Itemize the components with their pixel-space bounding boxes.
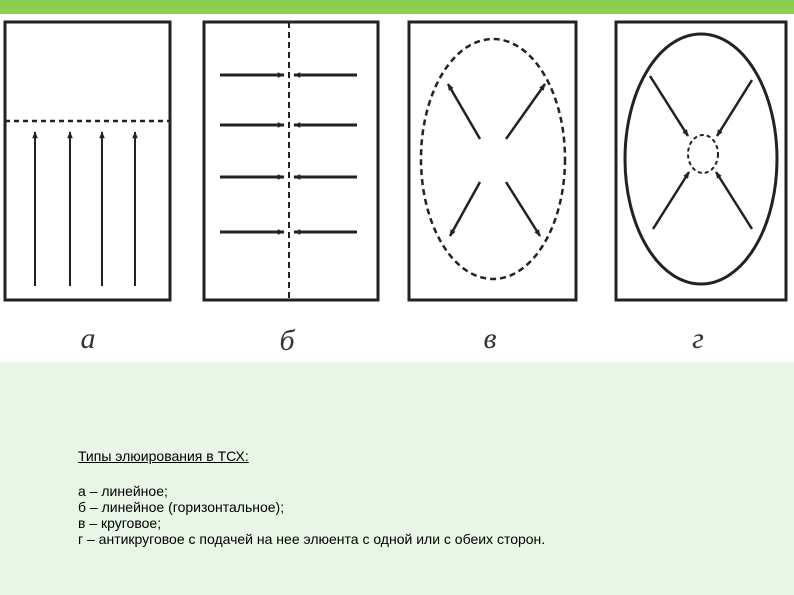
panel-v-solvent-front (419, 37, 567, 281)
panel-b-horizontal: б (202, 20, 380, 357)
panel-v-arrow (448, 181, 482, 237)
top-accent-bar (0, 0, 794, 14)
figure-caption: Типы элюирования в ТСХ: а – линейное; б … (78, 448, 778, 547)
panel-g-arrow (714, 171, 754, 230)
caption-item-v: в – круговое; (78, 515, 162, 531)
panel-b-letter: б (279, 324, 295, 357)
panel-v-letter: в (483, 322, 496, 355)
panel-g-arrow (651, 171, 691, 230)
panel-v-arrow (504, 181, 542, 237)
elution-types-figure: а б в (0, 14, 794, 362)
panel-g-center-spot (687, 134, 719, 174)
panel-g-anticircular: г (614, 20, 788, 355)
caption-list: а – линейное; б – линейное (горизонтальн… (78, 483, 778, 547)
panel-g-plate (614, 20, 788, 302)
caption-item-a: а – линейное; (78, 483, 168, 499)
figure-canvas: а б в (3, 20, 788, 357)
caption-item-b: б – линейное (горизонтальное); (78, 499, 285, 515)
panel-g-outer-ring (623, 32, 779, 286)
panel-a-letter: а (81, 322, 96, 355)
panel-b-plate (202, 20, 380, 302)
caption-item-g: г – антикруговое с подачей на нее элюент… (78, 531, 546, 547)
panel-g-letter: г (692, 322, 704, 355)
panel-v-arrow (446, 83, 482, 140)
panel-v-plate (407, 20, 578, 302)
panel-g-arrow (648, 75, 690, 137)
panel-a-linear: а (3, 20, 172, 355)
panel-g-arrow (715, 79, 754, 137)
panel-v-circular: в (407, 20, 578, 355)
panel-v-arrow (504, 83, 547, 140)
caption-title: Типы элюирования в ТСХ: (78, 448, 249, 464)
panel-a-plate (3, 20, 172, 302)
